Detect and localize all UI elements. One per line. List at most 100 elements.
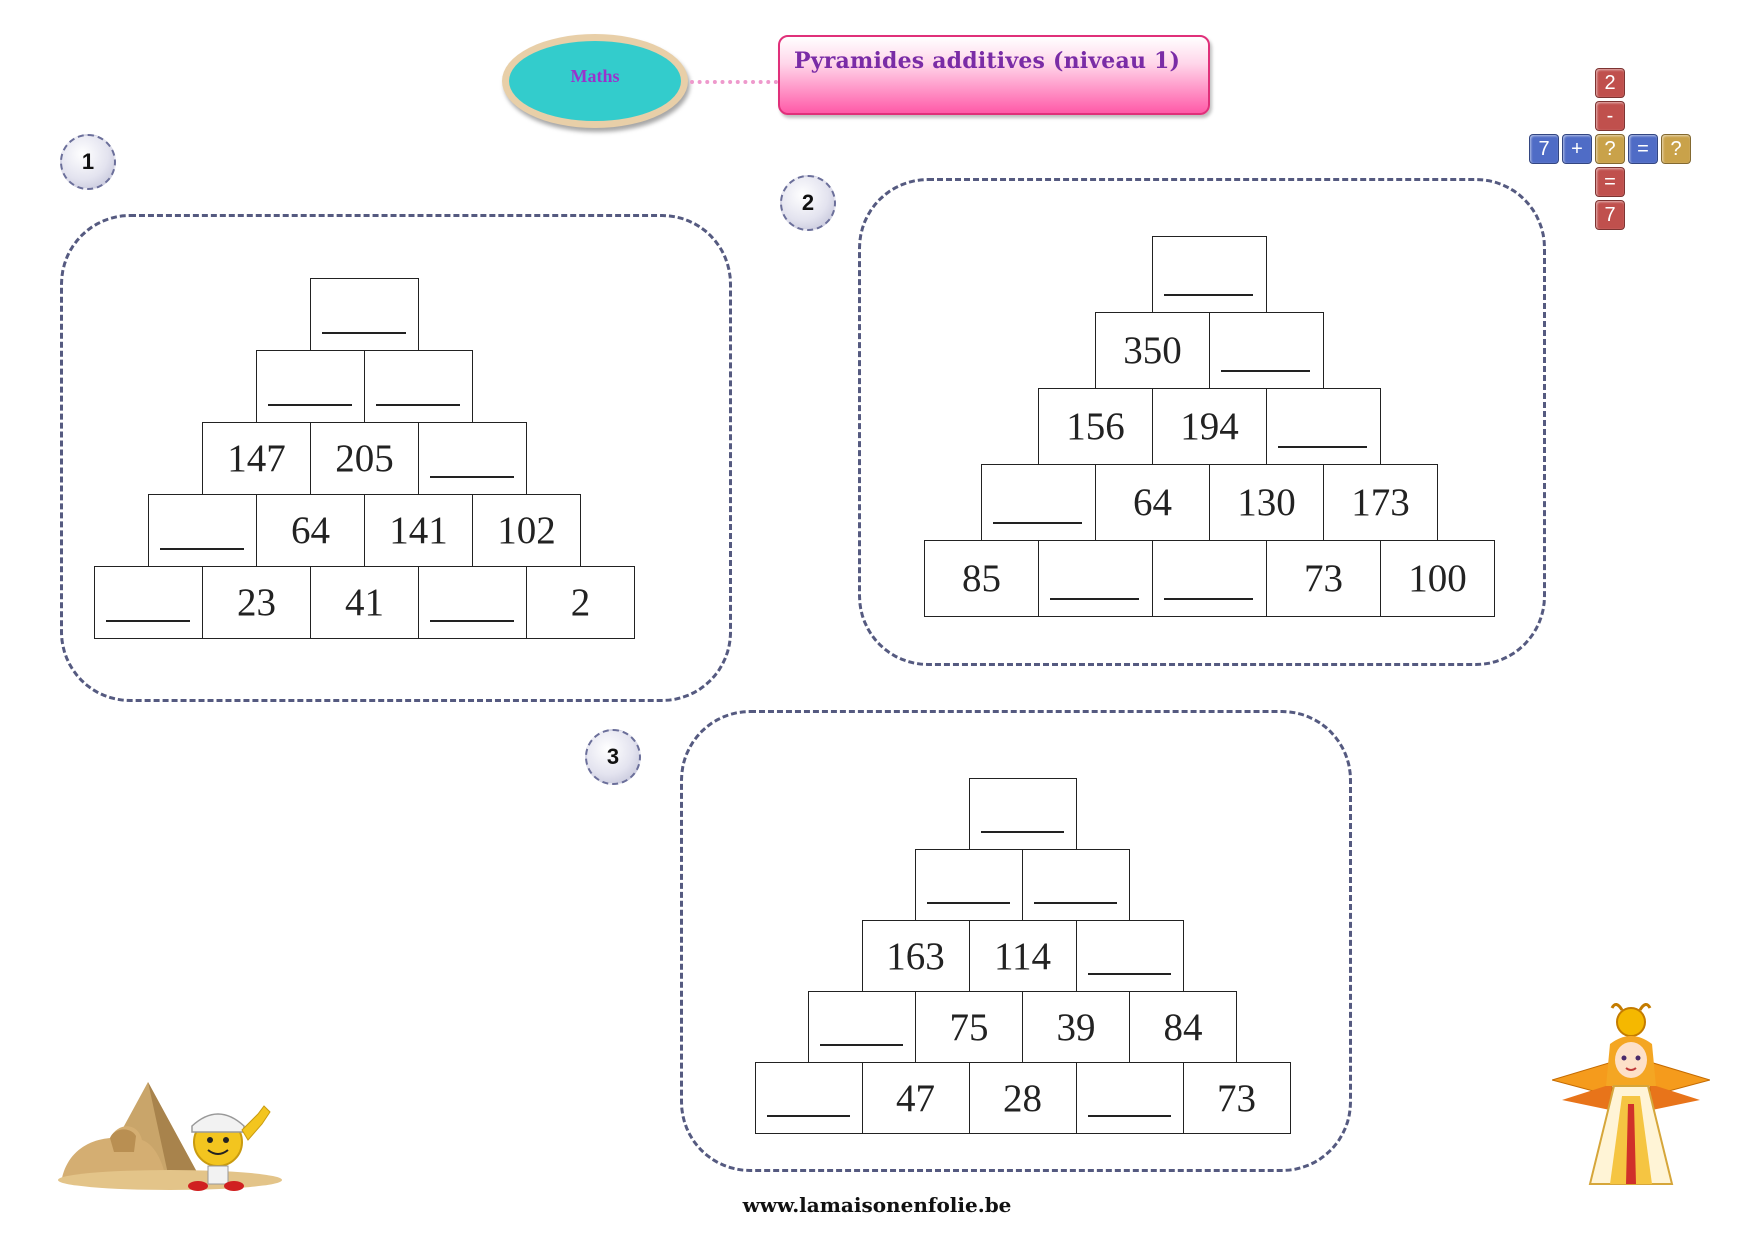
cell-value: 194	[1180, 405, 1239, 448]
pyramid-cell: 100	[1380, 540, 1495, 617]
pyramid-blank-cell[interactable]	[1075, 920, 1184, 992]
pyramid-cell: 2	[526, 566, 635, 639]
answer-line	[430, 620, 514, 622]
cell-value: 84	[1163, 1005, 1203, 1049]
pyramid-cell: 73	[1182, 1062, 1291, 1134]
answer-line	[160, 548, 244, 550]
pyramid-blank-cell[interactable]	[418, 422, 527, 495]
header-connector	[690, 80, 778, 84]
exercise-number: 1	[81, 149, 95, 174]
pyramid-cell: 28	[968, 1062, 1077, 1134]
pyramid-blank-cell[interactable]	[968, 778, 1077, 850]
cell-value: 41	[345, 581, 384, 624]
answer-line	[927, 902, 1010, 904]
pyramid-cell: 73	[1266, 540, 1381, 617]
answer-line	[1034, 902, 1117, 904]
cell-value: 156	[1066, 405, 1125, 448]
cell-value: 73	[1304, 557, 1343, 600]
pyramid-cell: 156	[1038, 388, 1153, 465]
cell-value: 141	[389, 509, 448, 552]
cell-value: 64	[291, 509, 330, 552]
pyramid-cell: 102	[472, 494, 581, 567]
pyramid-cell: 41	[310, 566, 419, 639]
pyramid-blank-cell[interactable]	[1209, 312, 1324, 389]
exercise-panel-3	[680, 710, 1352, 1172]
pyramid-blank-cell[interactable]	[148, 494, 257, 567]
puzzle-tile: +	[1562, 134, 1592, 164]
pyramid-blank-cell[interactable]	[981, 464, 1096, 541]
pyramid-blank-cell[interactable]	[1038, 540, 1153, 617]
exercise-number: 2	[801, 190, 815, 215]
answer-line	[430, 476, 514, 478]
pyramid-cell: 64	[256, 494, 365, 567]
pyramid-blank-cell[interactable]	[1152, 236, 1267, 313]
cell-value: 173	[1351, 481, 1410, 524]
pyramid-cell: 75	[915, 991, 1023, 1063]
pyramid-cell: 39	[1022, 991, 1130, 1063]
pyramid-blank-cell[interactable]	[310, 278, 419, 351]
answer-line	[766, 1115, 850, 1117]
pyramid-cell: 47	[861, 1062, 970, 1134]
footer-url: www.lamaisonenfolie.be	[742, 1193, 1012, 1217]
pyramid-blank-cell[interactable]	[915, 849, 1023, 921]
pyramid-blank-cell[interactable]	[1266, 388, 1381, 465]
pyramid-cell: 350	[1095, 312, 1210, 389]
cell-value: 73	[1217, 1076, 1256, 1120]
answer-line	[268, 404, 352, 406]
cell-value: 163	[886, 934, 945, 978]
exercise-number-badge-2: 2	[780, 175, 836, 231]
subject-oval: Maths	[502, 34, 688, 128]
exercise-number: 3	[606, 744, 620, 769]
cell-value: 350	[1123, 329, 1182, 372]
pyramid-blank-cell[interactable]	[364, 350, 473, 423]
answer-line	[106, 620, 190, 622]
pyramid-cell: 194	[1152, 388, 1267, 465]
pyramid-cell: 84	[1129, 991, 1237, 1063]
answer-line	[993, 522, 1082, 524]
egyptian-queen-illustration	[1552, 1003, 1710, 1185]
pyramid-blank-cell[interactable]	[256, 350, 365, 423]
pyramid-blank-cell[interactable]	[1152, 540, 1267, 617]
puzzle-tile: 7	[1529, 134, 1559, 164]
pyramid-blank-cell[interactable]	[94, 566, 203, 639]
puzzle-tile: 7	[1595, 200, 1625, 230]
pyramid-cell: 23	[202, 566, 311, 639]
answer-line	[1087, 1115, 1171, 1117]
answer-line	[820, 1044, 903, 1046]
cell-value: 147	[227, 437, 286, 480]
page-title: Pyramides additives (niveau 1)	[794, 48, 1181, 74]
answer-line	[1278, 446, 1367, 448]
cell-value: 100	[1408, 557, 1467, 600]
answer-line	[1087, 973, 1171, 975]
answer-line	[1221, 370, 1310, 372]
cell-value: 39	[1056, 1005, 1096, 1049]
puzzle-tile: =	[1628, 134, 1658, 164]
pyramid-cell: 147	[202, 422, 311, 495]
pyramid-cell: 114	[968, 920, 1077, 992]
pyramid-cell: 64	[1095, 464, 1210, 541]
pyramid-blank-cell[interactable]	[1075, 1062, 1184, 1134]
subject-label: Maths	[570, 65, 620, 86]
puzzle-tile: -	[1595, 101, 1625, 131]
cell-value: 102	[497, 509, 556, 552]
cell-value: 114	[993, 934, 1052, 978]
pyramid-blank-cell[interactable]	[754, 1062, 863, 1134]
pyramid-cell: 173	[1323, 464, 1438, 541]
pyramid-blank-cell[interactable]	[418, 566, 527, 639]
answer-line	[1164, 294, 1253, 296]
cell-value: 64	[1133, 481, 1172, 524]
cell-value: 23	[237, 581, 276, 624]
title-box: Pyramides additives (niveau 1)	[778, 35, 1210, 115]
pyramid-blank-cell[interactable]	[808, 991, 916, 1063]
pyramid-cell: 130	[1209, 464, 1324, 541]
answer-line	[1050, 598, 1139, 600]
exercise-panel-2	[858, 178, 1546, 666]
exercise-panel-1	[60, 214, 732, 702]
cell-value: 47	[896, 1076, 935, 1120]
subject-oval-fill: Maths	[509, 41, 681, 121]
cell-value: 85	[962, 557, 1001, 600]
pyramid-cell: 85	[924, 540, 1039, 617]
pyramid-cell: 163	[861, 920, 970, 992]
pyramid-blank-cell[interactable]	[1022, 849, 1130, 921]
answer-line	[322, 332, 406, 334]
